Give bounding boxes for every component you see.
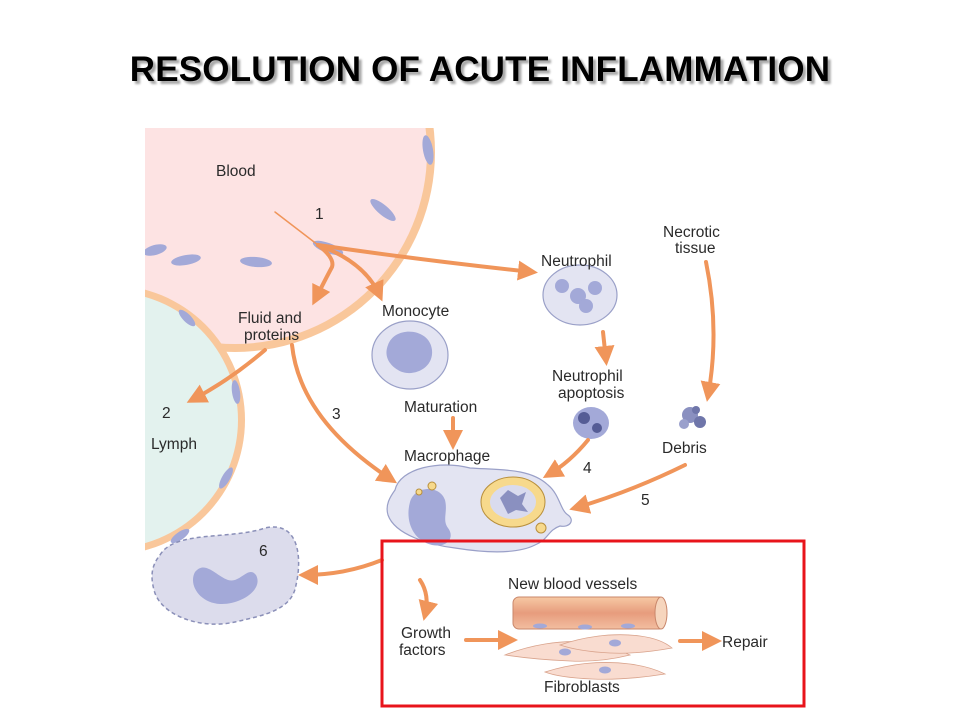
- necrotic-tissue-label-2: tissue: [675, 240, 716, 257]
- repair-label: Repair: [722, 634, 768, 651]
- debris-label: Debris: [662, 440, 707, 457]
- neutrophil-label: Neutrophil: [541, 253, 612, 270]
- neutrophil-apoptosis-label-1: Neutrophil: [552, 368, 623, 385]
- new-blood-vessels-label: New blood vessels: [508, 576, 637, 593]
- neutrophil-cell: [542, 264, 618, 326]
- fibroblasts-label: Fibroblasts: [544, 679, 620, 696]
- blood-label: Blood: [216, 163, 256, 180]
- repair-highlight-box: [380, 539, 806, 708]
- growth-factors-label-2: factors: [399, 642, 446, 659]
- maturation-label: Maturation: [404, 399, 477, 416]
- macrophage-label: Macrophage: [404, 448, 490, 465]
- apoptotic-neutrophil: [573, 407, 609, 439]
- apoptotic-macrophage: [151, 526, 300, 625]
- new-blood-vessel: [512, 596, 668, 630]
- step-number-6: 6: [259, 543, 268, 560]
- neutrophil-apoptosis-label-2: apoptosis: [558, 385, 625, 402]
- fluid-proteins-label-1: Fluid and: [238, 310, 302, 327]
- necrotic-tissue-label-1: Necrotic: [663, 224, 720, 241]
- lymph-vessel: [145, 289, 245, 551]
- fibroblasts: [503, 634, 673, 680]
- step-number-1: 1: [315, 206, 324, 223]
- step-number-5: 5: [641, 492, 650, 509]
- step-number-2: 2: [162, 405, 171, 422]
- monocyte-cell: [371, 320, 449, 390]
- fluid-proteins-label-2: proteins: [244, 327, 299, 344]
- growth-factors-label-1: Growth: [401, 625, 451, 642]
- step-number-4: 4: [583, 460, 592, 477]
- pathway-arrows: [186, 211, 722, 651]
- monocyte-label: Monocyte: [382, 303, 449, 320]
- page-title: RESOLUTION OF ACUTE INFLAMMATION: [129, 50, 831, 89]
- debris: [679, 406, 706, 429]
- step-number-3: 3: [332, 406, 341, 423]
- blood-vessel: [145, 128, 435, 352]
- macrophage-cell: [386, 464, 572, 553]
- lymph-label: Lymph: [151, 436, 197, 453]
